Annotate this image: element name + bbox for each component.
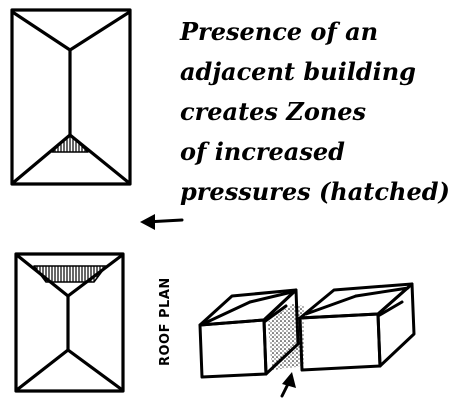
hatched-pressure-zone-top (51, 134, 89, 153)
note-line-1: Presence of an (180, 17, 379, 46)
building-block-right (298, 282, 416, 372)
hatched-pressure-zone-bottom (33, 265, 107, 283)
roof-plan-top (10, 8, 132, 186)
arrow-up-icon (280, 372, 296, 398)
note-line-2: adjacent building (180, 57, 416, 86)
roof-plan-bottom (14, 252, 125, 393)
note-line-3: creates Zones (180, 97, 367, 126)
arrow-left-icon (140, 214, 184, 230)
note-line-4: of increased (180, 137, 345, 166)
stippled-pressure-zone (268, 304, 304, 370)
roof-plan-label: ROOF PLAN (158, 277, 173, 366)
note-line-5: pressures (hatched) (180, 177, 450, 206)
